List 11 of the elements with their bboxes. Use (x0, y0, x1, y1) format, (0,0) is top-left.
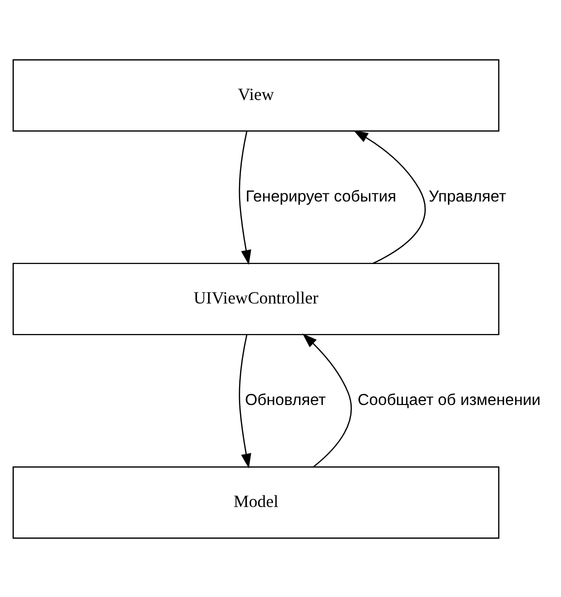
node-box: Model (12, 466, 500, 538)
edge-label: Обновляет (245, 391, 326, 408)
edge-label: Генерирует события (246, 188, 396, 205)
arrow (238, 130, 252, 264)
arrow (353, 130, 426, 264)
edge-label: Управляет (428, 188, 506, 205)
node-box: View (12, 58, 500, 132)
arrow (238, 334, 252, 468)
node-box: UIViewController (12, 262, 500, 335)
arrow (302, 332, 352, 467)
edge-label: Сообщает об изменении (358, 391, 541, 408)
